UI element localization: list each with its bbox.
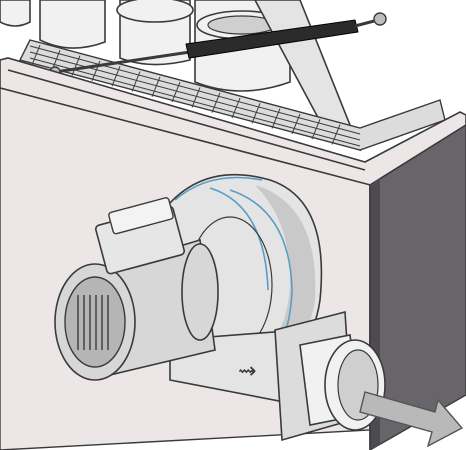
motor-vents bbox=[77, 295, 109, 350]
strut-cylinder bbox=[185, 19, 359, 59]
terminal-box-lid bbox=[108, 197, 174, 235]
airflow-arrow bbox=[359, 391, 464, 448]
rim-edge bbox=[7, 69, 366, 171]
gas-strut bbox=[49, 12, 387, 78]
motor-flange bbox=[181, 243, 219, 341]
strut-end-fitting bbox=[373, 12, 387, 26]
housing-highlight bbox=[174, 176, 263, 201]
pipe-body bbox=[39, 0, 106, 49]
outlet bbox=[274, 310, 386, 442]
pipe-body bbox=[0, 0, 31, 27]
motor bbox=[54, 197, 219, 381]
strut-rod bbox=[54, 50, 191, 74]
motor-fan-cover bbox=[64, 276, 126, 368]
housing-highlight bbox=[209, 187, 269, 291]
pipe-rim bbox=[116, 0, 194, 23]
grille-bar bbox=[29, 45, 361, 135]
grille-bar bbox=[29, 57, 361, 147]
rotation-mark: ⇝ bbox=[238, 359, 256, 384]
